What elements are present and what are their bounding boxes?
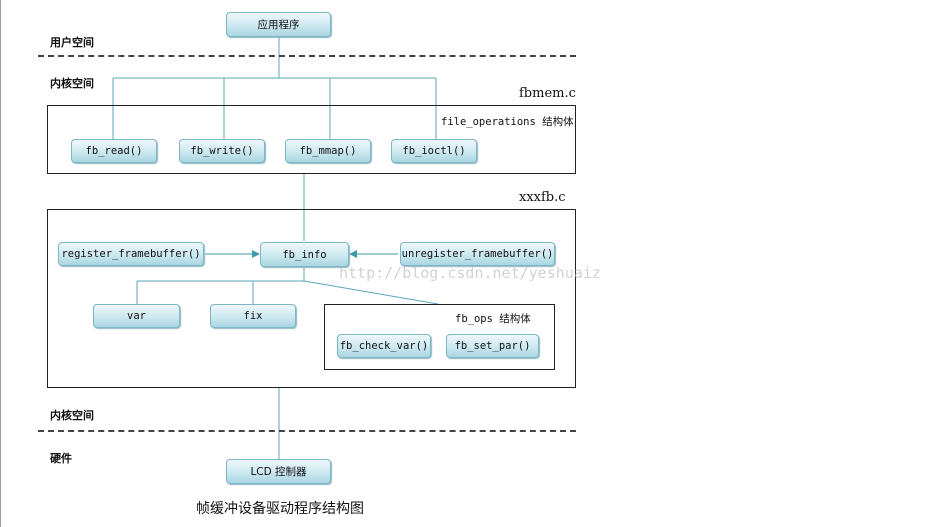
left-edge-line — [0, 0, 1, 527]
user-kernel-separator — [38, 55, 576, 57]
zone-label-user-space: 用户空间 — [50, 36, 94, 49]
node-fb-info: fb_info — [260, 242, 349, 267]
diagram-caption: 帧缓冲设备驱动程序结构图 — [196, 501, 364, 517]
node-fb-write: fb_write() — [179, 139, 265, 163]
zone-label-hardware: 硬件 — [50, 452, 72, 465]
node-fb-ioctl: fb_ioctl() — [391, 139, 477, 163]
file-label-xxxfb: xxxfb.c — [519, 190, 566, 205]
node-fb-check-var: fb_check_var() — [337, 334, 431, 358]
kernel-hardware-separator — [38, 430, 576, 432]
fb-ops-label: fb_ops 结构体 — [455, 313, 531, 325]
fbmem-frame — [47, 105, 576, 174]
node-fb-mmap: fb_mmap() — [285, 139, 371, 163]
file-label-fbmem: fbmem.c — [519, 86, 576, 101]
node-application: 应用程序 — [226, 12, 331, 37]
node-register-framebuffer: register_framebuffer() — [58, 242, 204, 266]
xxxfb-frame — [47, 209, 576, 388]
node-fb-read: fb_read() — [71, 139, 157, 163]
node-unregister-framebuffer: unregister_framebuffer() — [400, 242, 555, 266]
node-fb-set-par: fb_set_par() — [446, 334, 539, 358]
zone-label-kernel-space-top: 内核空间 — [50, 77, 94, 90]
fb-ops-frame — [324, 304, 555, 370]
fbops-connector — [303, 280, 439, 305]
watermark: http://blog.csdn.net/yeshuaiz — [339, 264, 601, 282]
node-lcd-controller: LCD 控制器 — [226, 459, 331, 484]
node-var: var — [93, 304, 180, 328]
zone-label-kernel-space-bottom: 内核空间 — [50, 409, 94, 422]
file-operations-label: file_operations 结构体 — [441, 116, 574, 128]
node-fix: fix — [210, 304, 296, 328]
